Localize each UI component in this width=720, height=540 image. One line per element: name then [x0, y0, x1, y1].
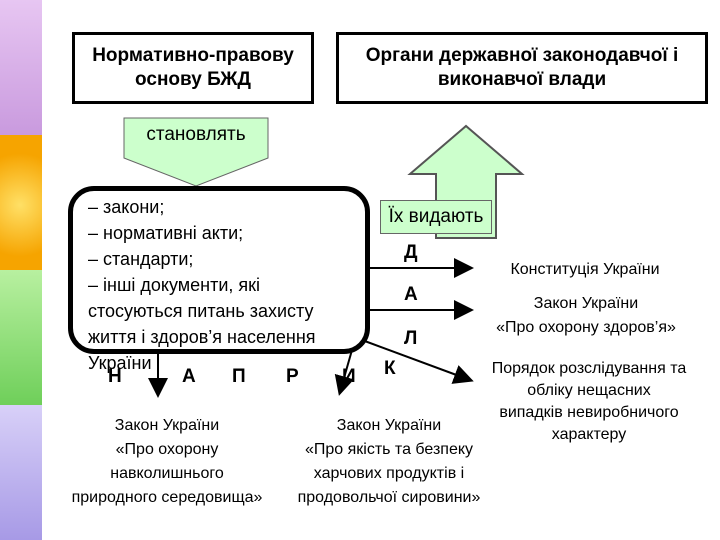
direction-letter: Д — [404, 242, 418, 263]
decorative-strip — [0, 0, 42, 540]
documents-box — [68, 186, 370, 354]
law-health: Закон України «Про охорону здоров’я» — [496, 295, 676, 336]
list-item: стосуються питань захисту — [88, 301, 314, 321]
authorities-text: Органи державної законодавчої і виконавч… — [365, 45, 679, 90]
direction-letter: Л — [404, 328, 418, 349]
issued-by-label: Їх видають — [380, 200, 492, 234]
list-item: України — [88, 353, 152, 373]
establish-text: становлять — [146, 124, 246, 145]
direction-letter: Р — [286, 366, 299, 387]
arrow-food-law — [334, 349, 355, 396]
authorities-box: Органи державної законодавчої і виконавч… — [336, 32, 708, 104]
list-item: – закони; — [88, 197, 165, 217]
down-arrow-shape — [123, 117, 269, 187]
establish-label: становлять — [124, 118, 268, 152]
direction-letter: Н — [108, 366, 122, 387]
legal-basis-text: Нормативно-правову основу БЖД — [92, 45, 294, 90]
legal-basis-box: Нормативно-правову основу БЖД — [72, 32, 314, 104]
list-item: – нормативні акти; — [88, 223, 244, 243]
direction-letter: А — [404, 284, 418, 305]
direction-letter: К — [384, 358, 396, 379]
direction-letter: А — [182, 366, 196, 387]
list-item: – стандарти; — [88, 249, 194, 269]
law-environment: Закон України «Про охорону навколишнього… — [71, 417, 263, 506]
law-constitution: Конституція України — [510, 261, 660, 278]
issued-by-text: Їх видають — [388, 206, 484, 227]
law-accident-procedure: Порядок розслідування та обліку нещасних… — [491, 360, 687, 443]
documents-list: – закони; – нормативні акти; – стандарти… — [88, 194, 388, 376]
list-item: життя і здоров’я населення — [88, 327, 316, 347]
direction-letter: И — [342, 366, 356, 387]
list-item: – інші документи, які — [88, 275, 261, 295]
arrow-accident-procedure — [361, 339, 474, 384]
law-food-safety: Закон України «Про якість та безпеку хар… — [297, 417, 481, 506]
direction-letter: П — [232, 366, 246, 387]
